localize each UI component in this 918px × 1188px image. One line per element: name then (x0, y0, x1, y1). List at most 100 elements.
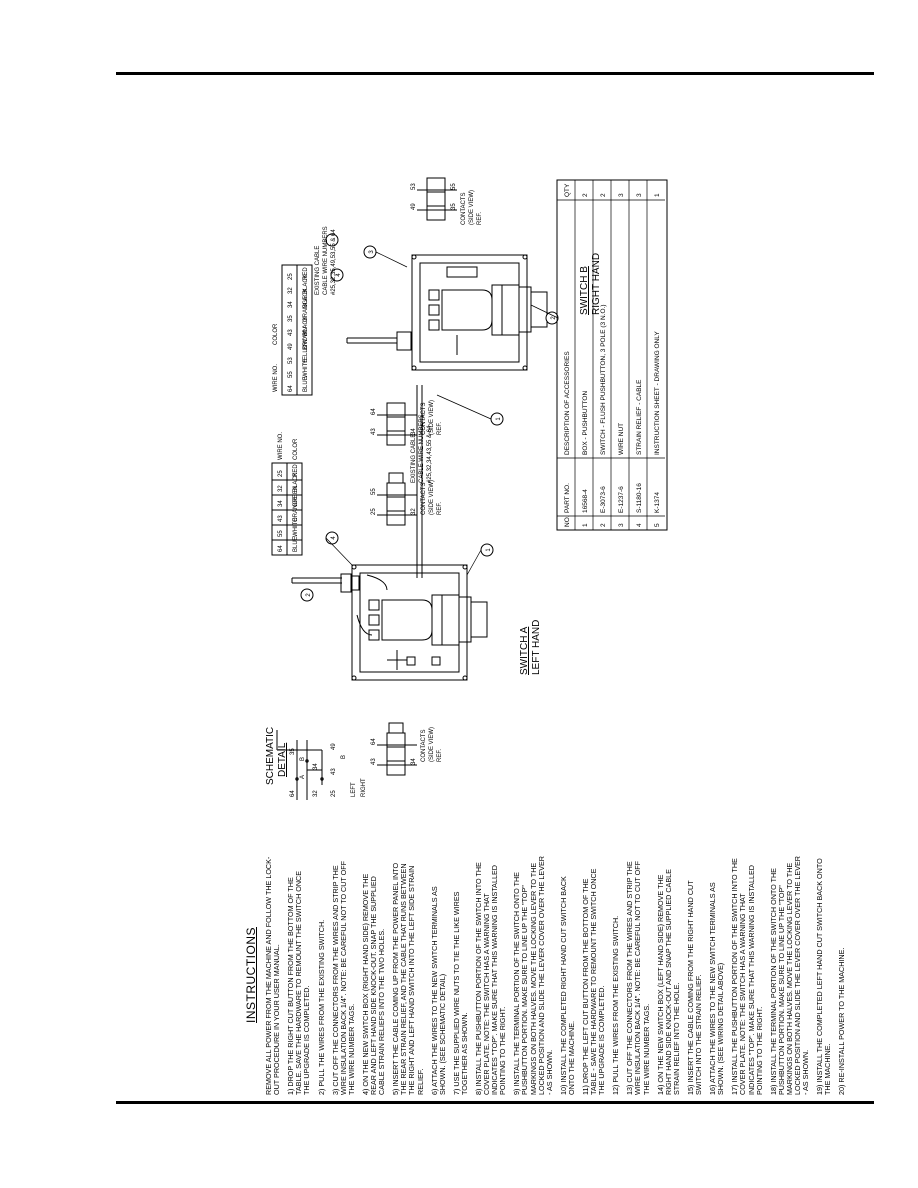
drawing-sheet: INSTRUCTIONS REMOVE ALL POWER FROM THE M… (244, 167, 846, 1095)
cable-label: CABLE WIRE NUMBERS (419, 414, 425, 483)
instruction-step: 19) INSTALL THE COMPLETED LEFT HAND CUT … (815, 858, 833, 1095)
switch-a-title: SWITCH A (519, 626, 530, 675)
contact-number: 53 (411, 183, 417, 190)
wire-table-cell: 43 (278, 515, 284, 522)
parts-table-cell: SWITCH - FLUSH PUSHBUTTON, 3 POLE (3 N.O… (600, 305, 607, 455)
wire-table-cell: 49 (288, 343, 294, 350)
switch-b-contacts-right (417, 177, 457, 221)
wire-table-header: COLOR (293, 438, 299, 460)
contact-number: 25 (371, 508, 377, 515)
wire-table-cell: 34 (278, 500, 284, 507)
wire-table-cell: RED (293, 464, 299, 477)
contacts-label: REF. (437, 422, 443, 435)
cable-label: #25,32,35,49,53,55 & 64 (331, 229, 337, 295)
contact-number: 43 (371, 758, 377, 765)
wire-table-cell: WHITE (303, 359, 309, 378)
schematic-label: B (300, 757, 306, 761)
contact-number: 55 (451, 183, 457, 190)
wire-table-cell: BLUE (293, 536, 299, 552)
switch-a-contacts-right (377, 472, 417, 526)
wire-table-header: WIRE NO. (273, 364, 279, 392)
parts-table-cell: 2 (582, 193, 589, 197)
switch-titles: SWITCH A LEFT HAND SWITCH B RIGHT HAND (519, 253, 602, 675)
callout-number: 3 (369, 250, 375, 254)
contacts-label: REF. (437, 749, 443, 762)
schematic-subtitle: DETAIL (277, 742, 288, 777)
contact-number: 43 (371, 428, 377, 435)
contacts-label: REF. (477, 212, 483, 225)
cable-label: #25,32,34,43,55 & 64 (427, 425, 433, 483)
parts-table-cell: INSTRUCTION SHEET - DRAWING ONLY (654, 331, 661, 455)
wire-table-header: WIRE NO. (278, 432, 284, 460)
wire-table-cell: 55 (278, 530, 284, 537)
parts-table-cell: 3 (618, 193, 625, 197)
wire-table-cell: 43 (288, 329, 294, 336)
callout-leaders (325, 251, 559, 576)
wiring-drawing: SCHEMATIC DETAIL 64 35 32 34 A B 25 43 4… (265, 177, 668, 800)
switch-b-subtitle: RIGHT HAND (591, 253, 602, 315)
wire-table-cell: YELLOW (303, 339, 309, 364)
footer-rule (116, 1101, 874, 1104)
parts-table-cell: 2 (600, 193, 607, 197)
schematic-label: 49 (331, 743, 337, 750)
wire-table-cell: RED (303, 267, 309, 280)
parts-table-cell: 1 (582, 523, 589, 527)
switch-b-wire-table-frame (281, 264, 313, 396)
contacts-label: (SIDE VIEW) (469, 190, 475, 225)
contact-number: 64 (371, 408, 377, 415)
contact-number: 34 (411, 758, 417, 765)
parts-table-header: PART NO. (564, 483, 571, 513)
contacts-label: CONTACTS (421, 402, 427, 435)
wire-table-cell: 32 (278, 485, 284, 492)
contacts-label: REF. (437, 502, 443, 515)
cable-label: EXISTING CABLE (411, 434, 417, 483)
parts-table-cell: 2 (600, 523, 607, 527)
parts-table-frame (556, 179, 668, 531)
wire-table-cell: 35 (288, 315, 294, 322)
wire-table-cell: 53 (288, 357, 294, 364)
wire-table-cell: 55 (288, 371, 294, 378)
contacts-label: CONTACTS (461, 192, 467, 225)
callout-number: 4 (331, 536, 337, 540)
switch-b-contacts-left (377, 402, 417, 446)
instruction-step: 20) RE-INSTALL POWER TO THE MACHINE. (837, 947, 847, 1095)
parts-table-cell: E-3073-6 (600, 486, 607, 513)
schematic-label: 34 (313, 763, 319, 770)
contact-number: 55 (371, 488, 377, 495)
wire-table-cell: 32 (288, 287, 294, 294)
contacts-label: (SIDE VIEW) (429, 400, 435, 435)
switch-a-text: CONTACTS (SIDE VIEW) REF. 43 64 34 CONTA… (278, 414, 492, 765)
switch-b-box (346, 254, 548, 371)
schematic-label: LEFT (351, 782, 357, 797)
wire-table-cell: 64 (278, 545, 284, 552)
wire-table-cell: 25 (288, 273, 294, 280)
parts-table-cell: 4 (636, 523, 643, 527)
parts-table-cell: 3 (636, 193, 643, 197)
schematic-title: SCHEMATIC (265, 727, 276, 785)
wire-table-cell: WHITE (293, 518, 299, 537)
parts-table-cell: BOX - PUSHBUTTON (582, 391, 589, 455)
contact-number: 49 (411, 203, 417, 210)
schematic-label: 35 (290, 748, 296, 755)
contact-number: 34 (411, 428, 417, 435)
contacts-label: CONTACTS (421, 729, 427, 762)
switch-b-title: SWITCH B (579, 266, 590, 315)
schematic-label: 43 (331, 768, 337, 775)
schematic-label: B (341, 755, 347, 759)
parts-table-header: DESCRIPTION OF ACCESSORIES (564, 351, 571, 455)
wire-table-cell: BLACK (303, 316, 309, 336)
parts-table-cell: 5 (654, 523, 661, 527)
parts-table-cell: 1 (654, 193, 661, 197)
schematic-text: SCHEMATIC DETAIL 64 35 32 34 A B 25 43 4… (265, 727, 367, 797)
wire-table-cell: ORANGE (303, 296, 309, 322)
contact-number: 64 (371, 738, 377, 745)
wire-table-cell: BLUE (303, 376, 309, 392)
switch-a-subtitle: LEFT HAND (531, 620, 542, 675)
callout-number: 1 (496, 417, 502, 421)
callout-number: 4 (336, 273, 342, 277)
parts-table-cell: E-1237-6 (618, 486, 625, 513)
wire-table-cell: 34 (288, 301, 294, 308)
contact-number: 35 (451, 203, 457, 210)
parts-table-cell: WIRE NUT (618, 423, 625, 455)
wire-table-cell: ORANGE (293, 496, 299, 522)
